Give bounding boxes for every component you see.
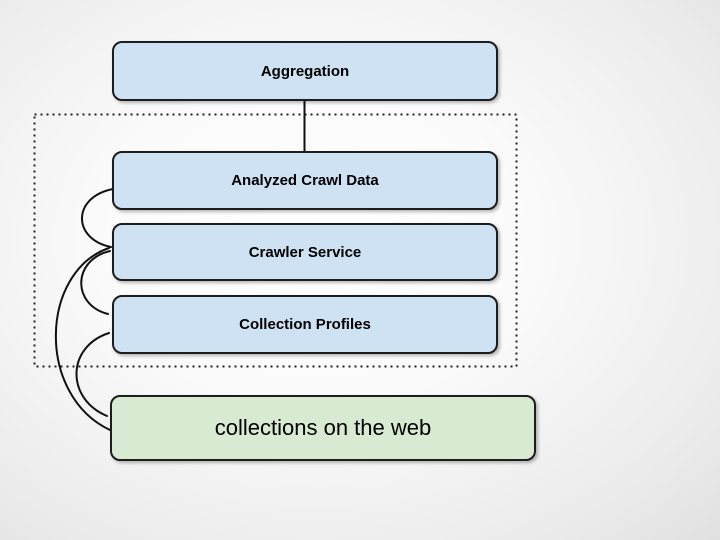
- edge-crawler-web-arc: [54, 247, 111, 431]
- node-crawler-service-label: Crawler Service: [248, 243, 362, 261]
- edge-analyzed-crawler-arc: [81, 188, 114, 248]
- node-collections-on-the-web: collections on the web: [110, 395, 536, 461]
- node-collection-profiles: Collection Profiles: [112, 295, 498, 354]
- node-analyzed-crawl-data-label: Analyzed Crawl Data: [231, 172, 379, 189]
- edge-profiles-web-arc: [75, 332, 110, 417]
- node-crawler-service: Crawler Service: [112, 223, 498, 281]
- node-collections-on-the-web-label: collections on the web: [214, 415, 432, 440]
- node-aggregation-label: Aggregation: [260, 62, 350, 80]
- edge-crawler-profiles-arc: [80, 250, 111, 315]
- node-collection-profiles-label: Collection Profiles: [239, 316, 371, 333]
- node-aggregation: Aggregation: [112, 41, 498, 101]
- node-analyzed-crawl-data: Analyzed Crawl Data: [112, 151, 498, 210]
